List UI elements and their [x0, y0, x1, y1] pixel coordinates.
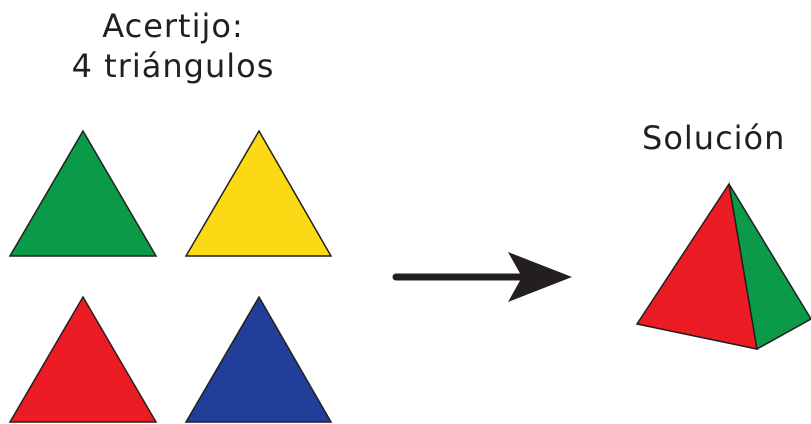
puzzle-title-line2: 4 triángulos [71, 47, 275, 85]
puzzle-title-line1: Acertijo: [102, 7, 244, 45]
red-triangle [8, 295, 158, 423]
arrow-icon [392, 252, 572, 302]
puzzle-title: Acertijo: 4 triángulos [10, 6, 336, 86]
green-triangle [8, 129, 158, 257]
solution-title: Solución [642, 119, 786, 157]
arrow-head [508, 252, 572, 302]
tetra-face-green [728, 183, 811, 351]
yellow-triangle [184, 129, 333, 257]
tetrahedron [635, 181, 811, 351]
blue-triangle [184, 295, 333, 423]
